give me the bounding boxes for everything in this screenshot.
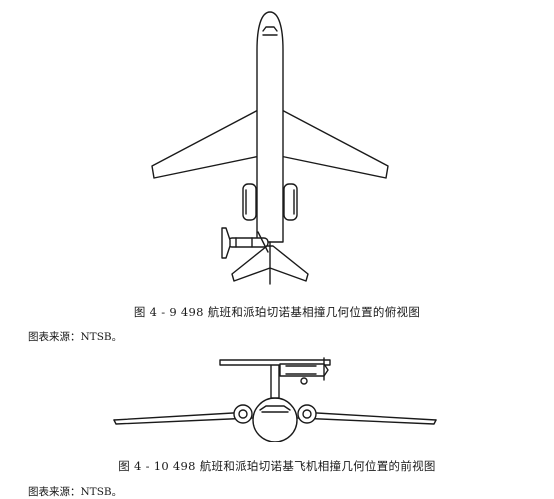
- small-plane-front-view: [219, 357, 331, 385]
- small-plane-top-view: [221, 227, 269, 259]
- fuselage: [256, 11, 284, 243]
- wing-line: [113, 411, 437, 421]
- top-view-collision-figure: [151, 11, 389, 285]
- small-plane-tail: [221, 227, 231, 259]
- figure-4-9-source: 图表来源：NTSB。: [28, 331, 123, 343]
- right-engine-front: [297, 404, 317, 424]
- small-plane-body: [279, 363, 329, 377]
- left-engine-front: [233, 404, 253, 424]
- figure-4-10-caption: 图 4 - 10 498 航班和派珀切诺基飞机相撞几何位置的前视图: [118, 459, 436, 473]
- figure-4-10-source: 图表来源：NTSB。: [28, 486, 123, 498]
- fuselage-front: [252, 397, 298, 442]
- left-wing: [151, 107, 263, 179]
- right-engine: [283, 183, 298, 221]
- windshield: [259, 405, 291, 411]
- figure-4-9-caption: 图 4 - 9 498 航班和派珀切诺基相撞几何位置的俯视图: [133, 305, 421, 319]
- left-engine: [242, 183, 257, 221]
- vertical-fin: [270, 361, 280, 399]
- airliner-top-view: [151, 11, 389, 285]
- front-view-collision-figure: [113, 357, 437, 442]
- right-wing: [277, 107, 389, 179]
- cockpit-windows: [262, 26, 278, 32]
- airliner-front-view: [113, 361, 437, 442]
